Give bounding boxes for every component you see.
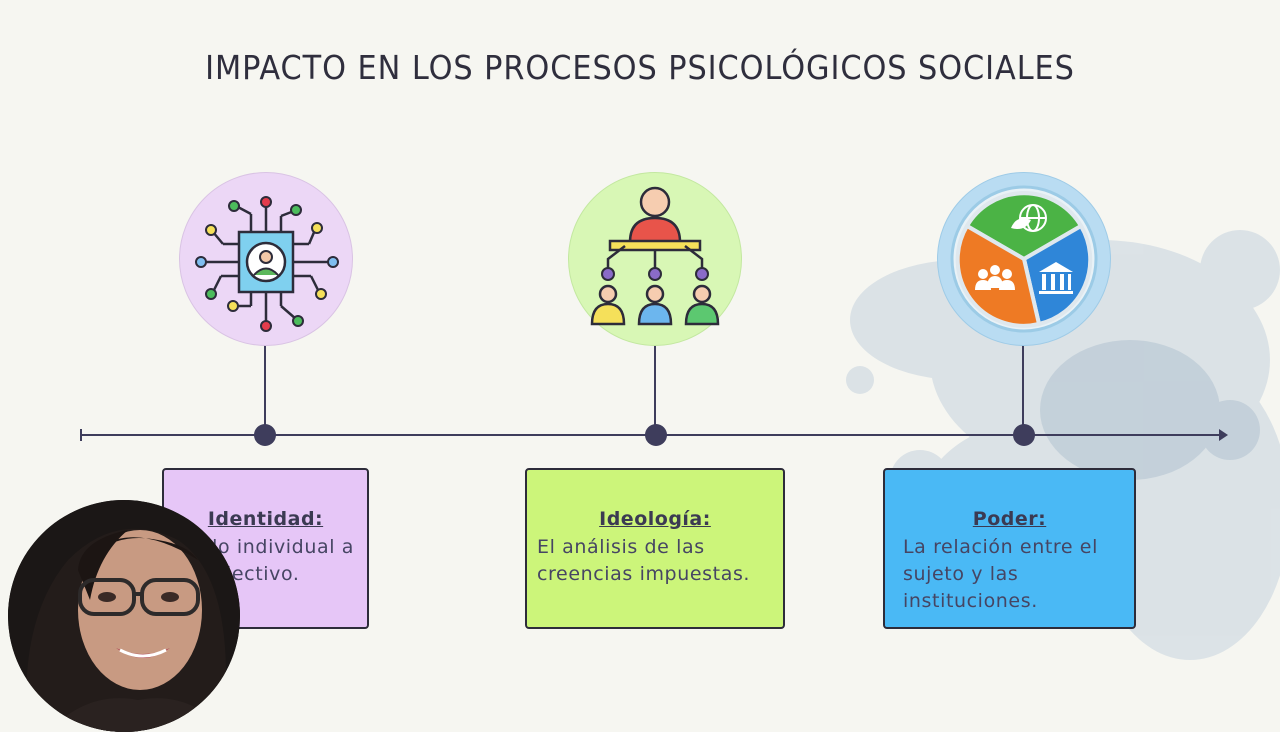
network-person-icon	[195, 196, 339, 332]
icon-circle-identidad	[179, 172, 353, 346]
hierarchy-people-icon	[590, 186, 720, 326]
slide-title: IMPACTO EN LOS PROCESOS PSICOLÓGICOS SOC…	[205, 48, 1075, 87]
icon-circle-poder	[937, 172, 1111, 346]
stem-3	[1022, 340, 1024, 435]
icon-circle-ideologia	[568, 172, 742, 346]
card-ideologia: Ideología: El análisis de las creencias …	[525, 468, 785, 629]
card-ideologia-heading: Ideología:	[599, 508, 711, 530]
presenter-avatar-icon	[8, 500, 240, 732]
card-identidad-heading: Identidad:	[207, 508, 324, 530]
society-institutions-icon	[950, 185, 1098, 333]
timeline-node-3	[1013, 424, 1035, 446]
stem-1	[264, 340, 266, 435]
timeline-start-tick	[80, 429, 82, 441]
card-ideologia-body: El análisis de las creencias impuestas.	[537, 536, 751, 585]
card-poder-body: La relación entre el sujeto y las instit…	[903, 536, 1098, 612]
card-poder-heading: Poder:	[972, 508, 1047, 530]
presenter-avatar	[8, 500, 240, 732]
timeline-node-2	[645, 424, 667, 446]
timeline-node-1	[254, 424, 276, 446]
stem-2	[654, 340, 656, 435]
card-poder: Poder: La relación entre el sujeto y las…	[883, 468, 1136, 629]
timeline-arrow-icon	[1219, 429, 1228, 441]
